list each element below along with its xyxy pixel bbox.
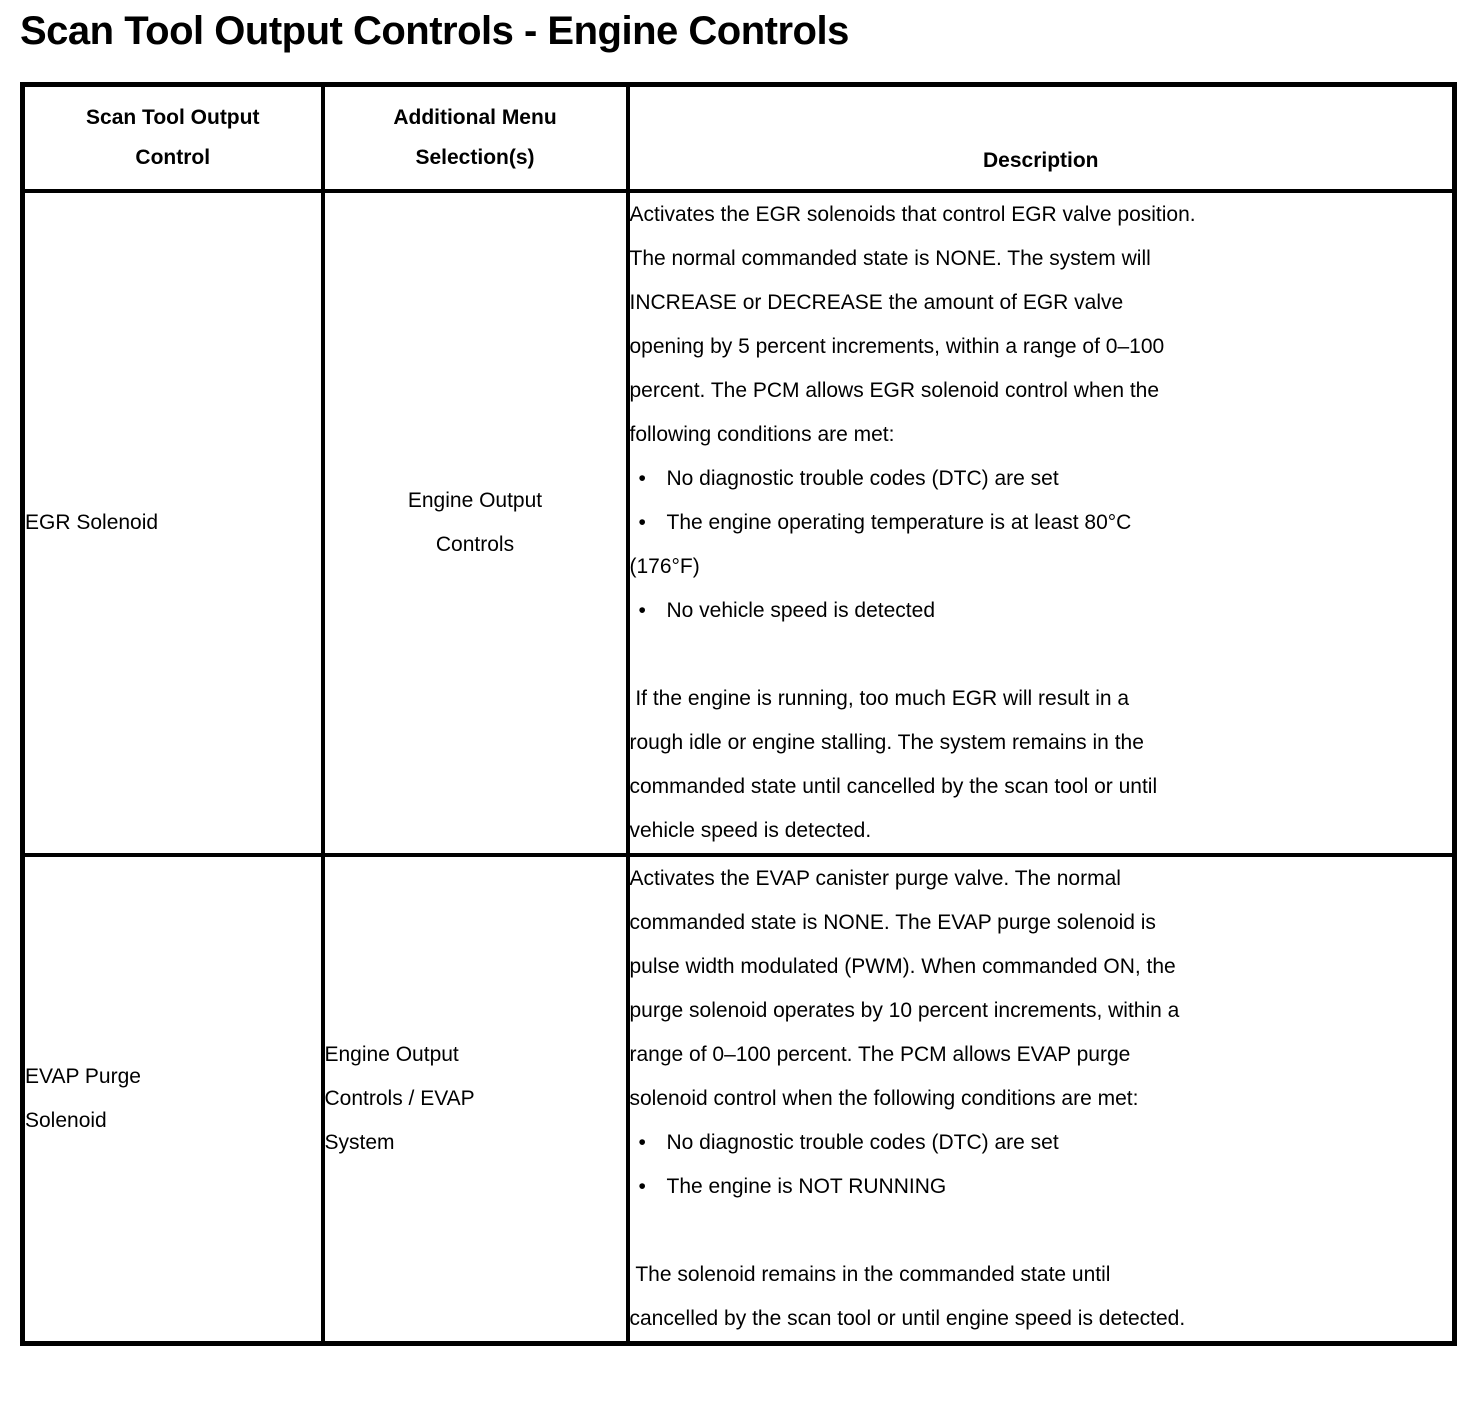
- table-header-row: Scan Tool Output Control Additional Menu…: [20, 82, 1457, 193]
- bullet-item: • No diagnostic trouble codes (DTC) are s…: [630, 1121, 1453, 1165]
- page-title: Scan Tool Output Controls - Engine Contr…: [20, 9, 849, 53]
- bullet-text: The engine operating temperature is at l…: [666, 510, 1132, 534]
- header-scan-tool-output-control: Scan Tool Output Control: [20, 82, 325, 193]
- control-cell: EVAP Purge Solenoid: [20, 852, 325, 1345]
- bullet-text: No vehicle speed is detected: [666, 598, 936, 622]
- bullet-item: • No vehicle speed is detected: [630, 589, 1453, 633]
- description-paragraph: If the engine is running, too much EGR w…: [629, 686, 1158, 842]
- bullet-icon: •: [638, 598, 646, 622]
- description-paragraph: Activates the EVAP canister purge valve.…: [629, 866, 1180, 1110]
- description-paragraph: The solenoid remains in the commanded st…: [629, 1262, 1186, 1330]
- scan-tool-output-controls-table: Scan Tool Output Control Additional Menu…: [20, 82, 1457, 1346]
- bullet-icon: •: [638, 466, 646, 490]
- bullet-item: • No diagnostic trouble codes (DTC) are s…: [630, 457, 1453, 501]
- menu-cell: Engine Output Controls: [320, 188, 630, 857]
- control-cell: EGR Solenoid: [20, 188, 325, 857]
- header-additional-menu-selections: Additional Menu Selection(s): [320, 82, 630, 193]
- bullet-item: • The engine is NOT RUNNING: [630, 1165, 1453, 1209]
- description-paragraph: Activates the EGR solenoids that control…: [629, 202, 1196, 446]
- menu-cell: Engine Output Controls / EVAP System: [320, 852, 630, 1345]
- bullet-icon: •: [638, 1174, 646, 1198]
- bullet-text: The engine is NOT RUNNING: [666, 1174, 947, 1198]
- bullet-text: No diagnostic trouble codes (DTC) are se…: [666, 466, 1059, 490]
- paragraph-spacer: [630, 633, 1453, 677]
- bullet-text: No diagnostic trouble codes (DTC) are se…: [666, 1130, 1059, 1154]
- bullet-item: • The engine operating temperature is at …: [630, 501, 1453, 545]
- description-cell: Activates the EVAP canister purge valve.…: [625, 852, 1457, 1345]
- bullet-icon: •: [638, 510, 646, 534]
- description-cell: Activates the EGR solenoids that control…: [625, 188, 1457, 857]
- bullet-continuation: (176°F): [629, 554, 700, 578]
- paragraph-spacer: [630, 1209, 1453, 1253]
- bullet-icon: •: [638, 1130, 646, 1154]
- header-description: Description: [625, 82, 1457, 193]
